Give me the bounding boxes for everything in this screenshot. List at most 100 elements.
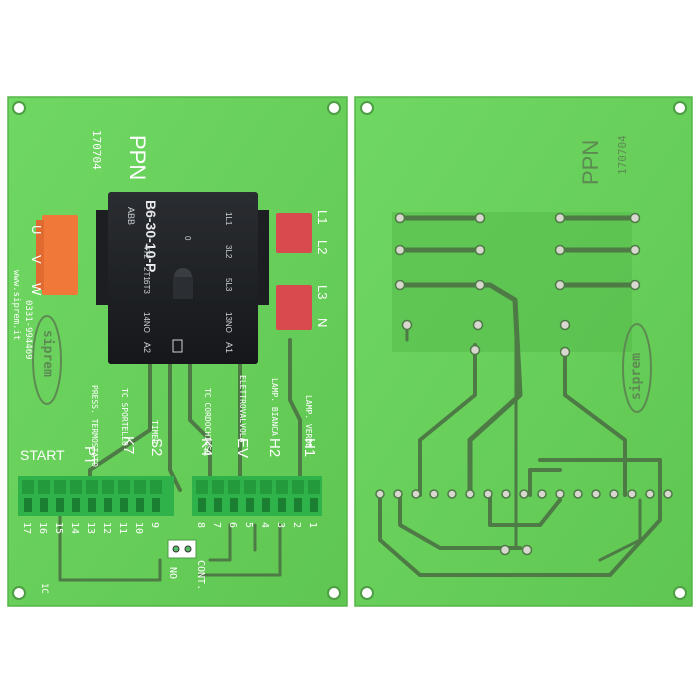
solder-pad — [429, 489, 439, 499]
terminal-group-label: START — [20, 447, 65, 463]
back-copper-pour — [392, 212, 632, 352]
terminal-screw — [196, 480, 208, 494]
terminal-socket — [120, 498, 128, 512]
front-traces — [58, 338, 302, 582]
front-silkscreen: PPN 170704 www.siprem.it 0331-994469 sip… — [11, 130, 330, 594]
solder-pad — [499, 544, 511, 556]
terminal-socket — [72, 498, 80, 512]
terminal-function-label: TC CORDOCHIUSO — [203, 388, 212, 456]
solder-pad — [469, 344, 481, 356]
solder-pad — [663, 489, 673, 499]
output-header-l1-l2 — [276, 213, 312, 253]
terminal-screw — [22, 480, 34, 494]
relay-maker: ABB — [126, 207, 136, 225]
terminal-number: 5 — [243, 522, 254, 528]
terminal-screw — [38, 480, 50, 494]
solder-pad — [559, 319, 571, 331]
terminal-group-label: S2 — [148, 438, 165, 456]
terminal-number: 13 — [85, 522, 96, 534]
relay-model: B6-30-10-P — [143, 200, 159, 272]
header-body — [276, 213, 312, 253]
terminal-socket — [310, 498, 318, 512]
front-code: 170704 — [90, 130, 103, 170]
terminal-group-label: EV — [234, 438, 251, 458]
front-brand: PPN — [125, 135, 150, 180]
relay-pin-a1: A1 — [224, 342, 234, 353]
solder-pad — [559, 346, 571, 358]
terminal-screw — [292, 480, 304, 494]
relay-markings: ABB B6-30-10-P 1L1 3L2 5L3 2T1 4T2 6T3 1… — [126, 200, 234, 353]
relay-knob-stem — [173, 277, 193, 299]
solder-pad — [554, 244, 566, 256]
terminal-number: 8 — [195, 522, 206, 528]
mounting-hole — [673, 101, 687, 115]
relay-b6-30-10-p — [96, 192, 269, 364]
terminal-screw — [260, 480, 272, 494]
solder-pad — [609, 489, 619, 499]
back-logo-text: siprem — [629, 353, 644, 400]
relay-pin-13no: 13NO — [224, 312, 233, 333]
relay-coil-symbol — [172, 339, 183, 353]
terminal-socket — [214, 498, 222, 512]
mounting-hole — [360, 101, 374, 115]
terminal-number: 12 — [101, 522, 112, 534]
solder-pad — [465, 489, 475, 499]
terminal-function-label: ELETTROVALVOLA — [238, 375, 247, 443]
terminal-number: 9 — [149, 522, 160, 528]
input-label-v: V — [29, 255, 44, 264]
relay-pin-14no: 14NO — [142, 312, 151, 333]
back-logo: siprem — [622, 323, 652, 413]
terminal-function-label: LAMP. BIANCA — [270, 378, 279, 436]
solder-pad — [474, 279, 486, 291]
terminal-group-label: H2 — [266, 438, 283, 457]
terminal-socket — [294, 498, 302, 512]
back-brand: PPN — [578, 140, 603, 185]
terminal-number: 10 — [133, 522, 144, 534]
terminal-socket — [24, 498, 32, 512]
header-body — [42, 215, 78, 295]
terminal-socket — [88, 498, 96, 512]
terminal-screw — [54, 480, 66, 494]
relay-pin-0: 0 — [183, 236, 192, 241]
no-label: NO — [167, 567, 178, 579]
front-website: www.siprem.it — [11, 270, 21, 340]
cont-label: CONT. — [195, 560, 206, 590]
terminal-number: 14 — [69, 522, 80, 534]
header-body — [276, 285, 312, 330]
terminal-number: 7 — [211, 522, 222, 528]
terminal-group-label: K4 — [198, 438, 215, 456]
terminal-number: 16 — [37, 522, 48, 534]
terminal-block-strip — [18, 476, 322, 516]
relay-pin-a2: A2 — [142, 342, 152, 353]
logo-oval — [32, 315, 62, 405]
solder-pad — [401, 319, 413, 331]
terminal-number: 4 — [259, 522, 270, 528]
solder-pad — [554, 212, 566, 224]
jumper-pin — [184, 545, 192, 553]
solder-pad — [394, 212, 406, 224]
header-cap — [36, 220, 44, 290]
solder-pad — [537, 489, 547, 499]
back-mounting-holes — [360, 101, 687, 600]
input-label-w: W — [29, 283, 44, 296]
solder-pad — [393, 489, 403, 499]
terminal-screw — [102, 480, 114, 494]
solder-pad — [591, 489, 601, 499]
solder-pad — [447, 489, 457, 499]
terminal-function-label: TC SPORTELLO — [120, 388, 129, 446]
terminal-slots — [22, 480, 320, 512]
input-label-u: U — [29, 225, 44, 234]
terminal-screw — [308, 480, 320, 494]
solder-pad — [501, 489, 511, 499]
output-label-l1: L1 — [315, 210, 330, 224]
back-board: siprem PPN 170704 — [354, 96, 693, 607]
solder-pad — [645, 489, 655, 499]
terminal-socket — [136, 498, 144, 512]
solder-pad — [394, 279, 406, 291]
output-label-l3: L3 — [315, 285, 330, 299]
solder-pad — [474, 244, 486, 256]
back-solder-pads — [375, 212, 673, 556]
terminal-number: 6 — [227, 522, 238, 528]
